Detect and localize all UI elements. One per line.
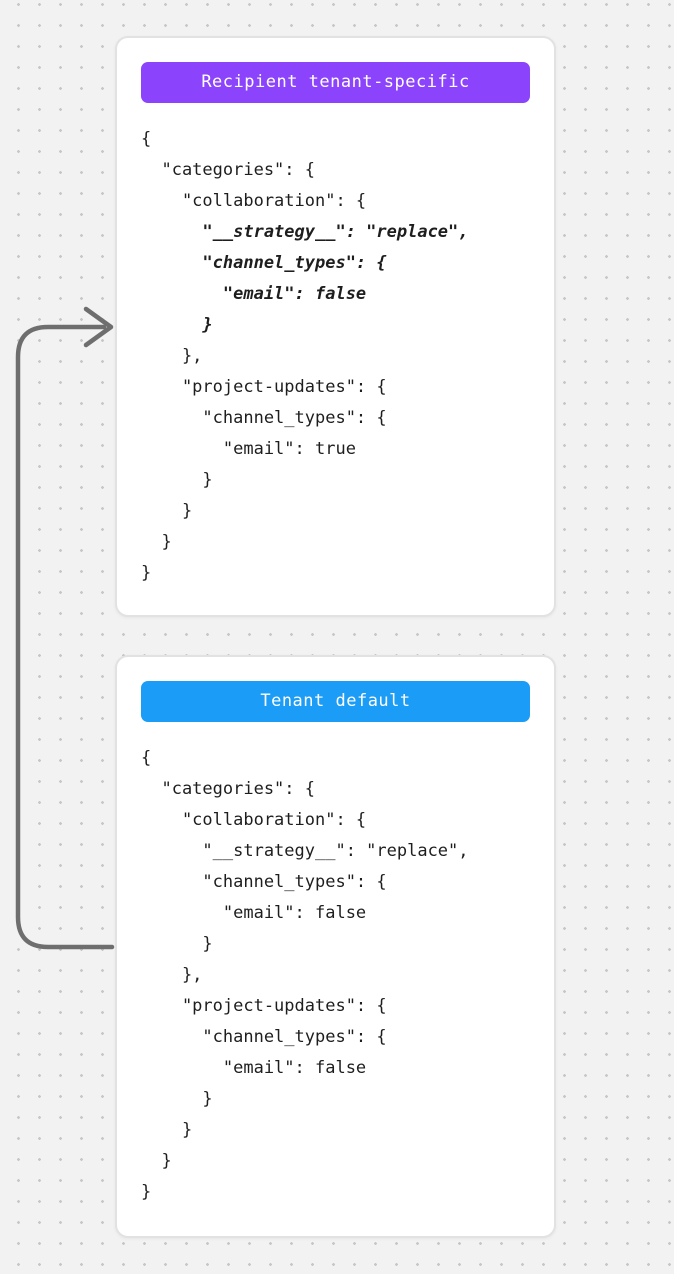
code-line: }: [161, 1151, 172, 1171]
badge-tenant-default: Tenant default: [141, 681, 530, 722]
code-line: "__strategy__": "replace",: [202, 841, 469, 861]
code-line: "categories": {: [161, 779, 315, 799]
code-line: "project-updates": {: [181, 996, 387, 1016]
merge-arrow: [15, 306, 115, 950]
code-line: }: [181, 1120, 193, 1140]
card-tenant-default: Tenant default { "categories": { "collab…: [115, 655, 556, 1238]
code-line: "email": true: [222, 439, 356, 459]
code-line: }: [141, 1182, 152, 1202]
code-block-recipient-tenant-specific: { "categories": { "collaboration": { "__…: [141, 124, 530, 589]
code-line: }: [202, 470, 213, 490]
code-line: }: [161, 532, 172, 552]
code-line: }: [202, 1089, 213, 1109]
code-line: {: [141, 748, 152, 768]
code-block-tenant-default: { "categories": { "collaboration": { "__…: [141, 743, 530, 1208]
code-line: }: [181, 501, 193, 521]
code-line: }: [202, 934, 213, 954]
code-line: "collaboration": {: [181, 810, 367, 830]
code-line: "email": false: [222, 284, 367, 304]
code-line: }: [202, 315, 213, 335]
code-line: },: [181, 965, 203, 985]
code-line: "channel_types": {: [202, 1027, 387, 1047]
code-line: "project-updates": {: [181, 377, 387, 397]
code-line: "channel_types": {: [202, 408, 387, 428]
code-line: "channel_types": {: [202, 253, 387, 273]
code-line: "channel_types": {: [202, 872, 387, 892]
code-line: "collaboration": {: [181, 191, 367, 211]
arrowhead-icon: [83, 306, 114, 348]
code-line: },: [181, 346, 203, 366]
code-line: }: [141, 563, 152, 583]
code-line: "__strategy__": "replace",: [202, 222, 469, 242]
code-line: "email": false: [222, 903, 367, 923]
badge-recipient-tenant-specific: Recipient tenant-specific: [141, 62, 530, 103]
card-recipient-tenant-specific: Recipient tenant-specific { "categories"…: [115, 36, 556, 617]
code-line: "email": false: [222, 1058, 367, 1078]
code-line: {: [141, 129, 152, 149]
code-line: "categories": {: [161, 160, 315, 180]
